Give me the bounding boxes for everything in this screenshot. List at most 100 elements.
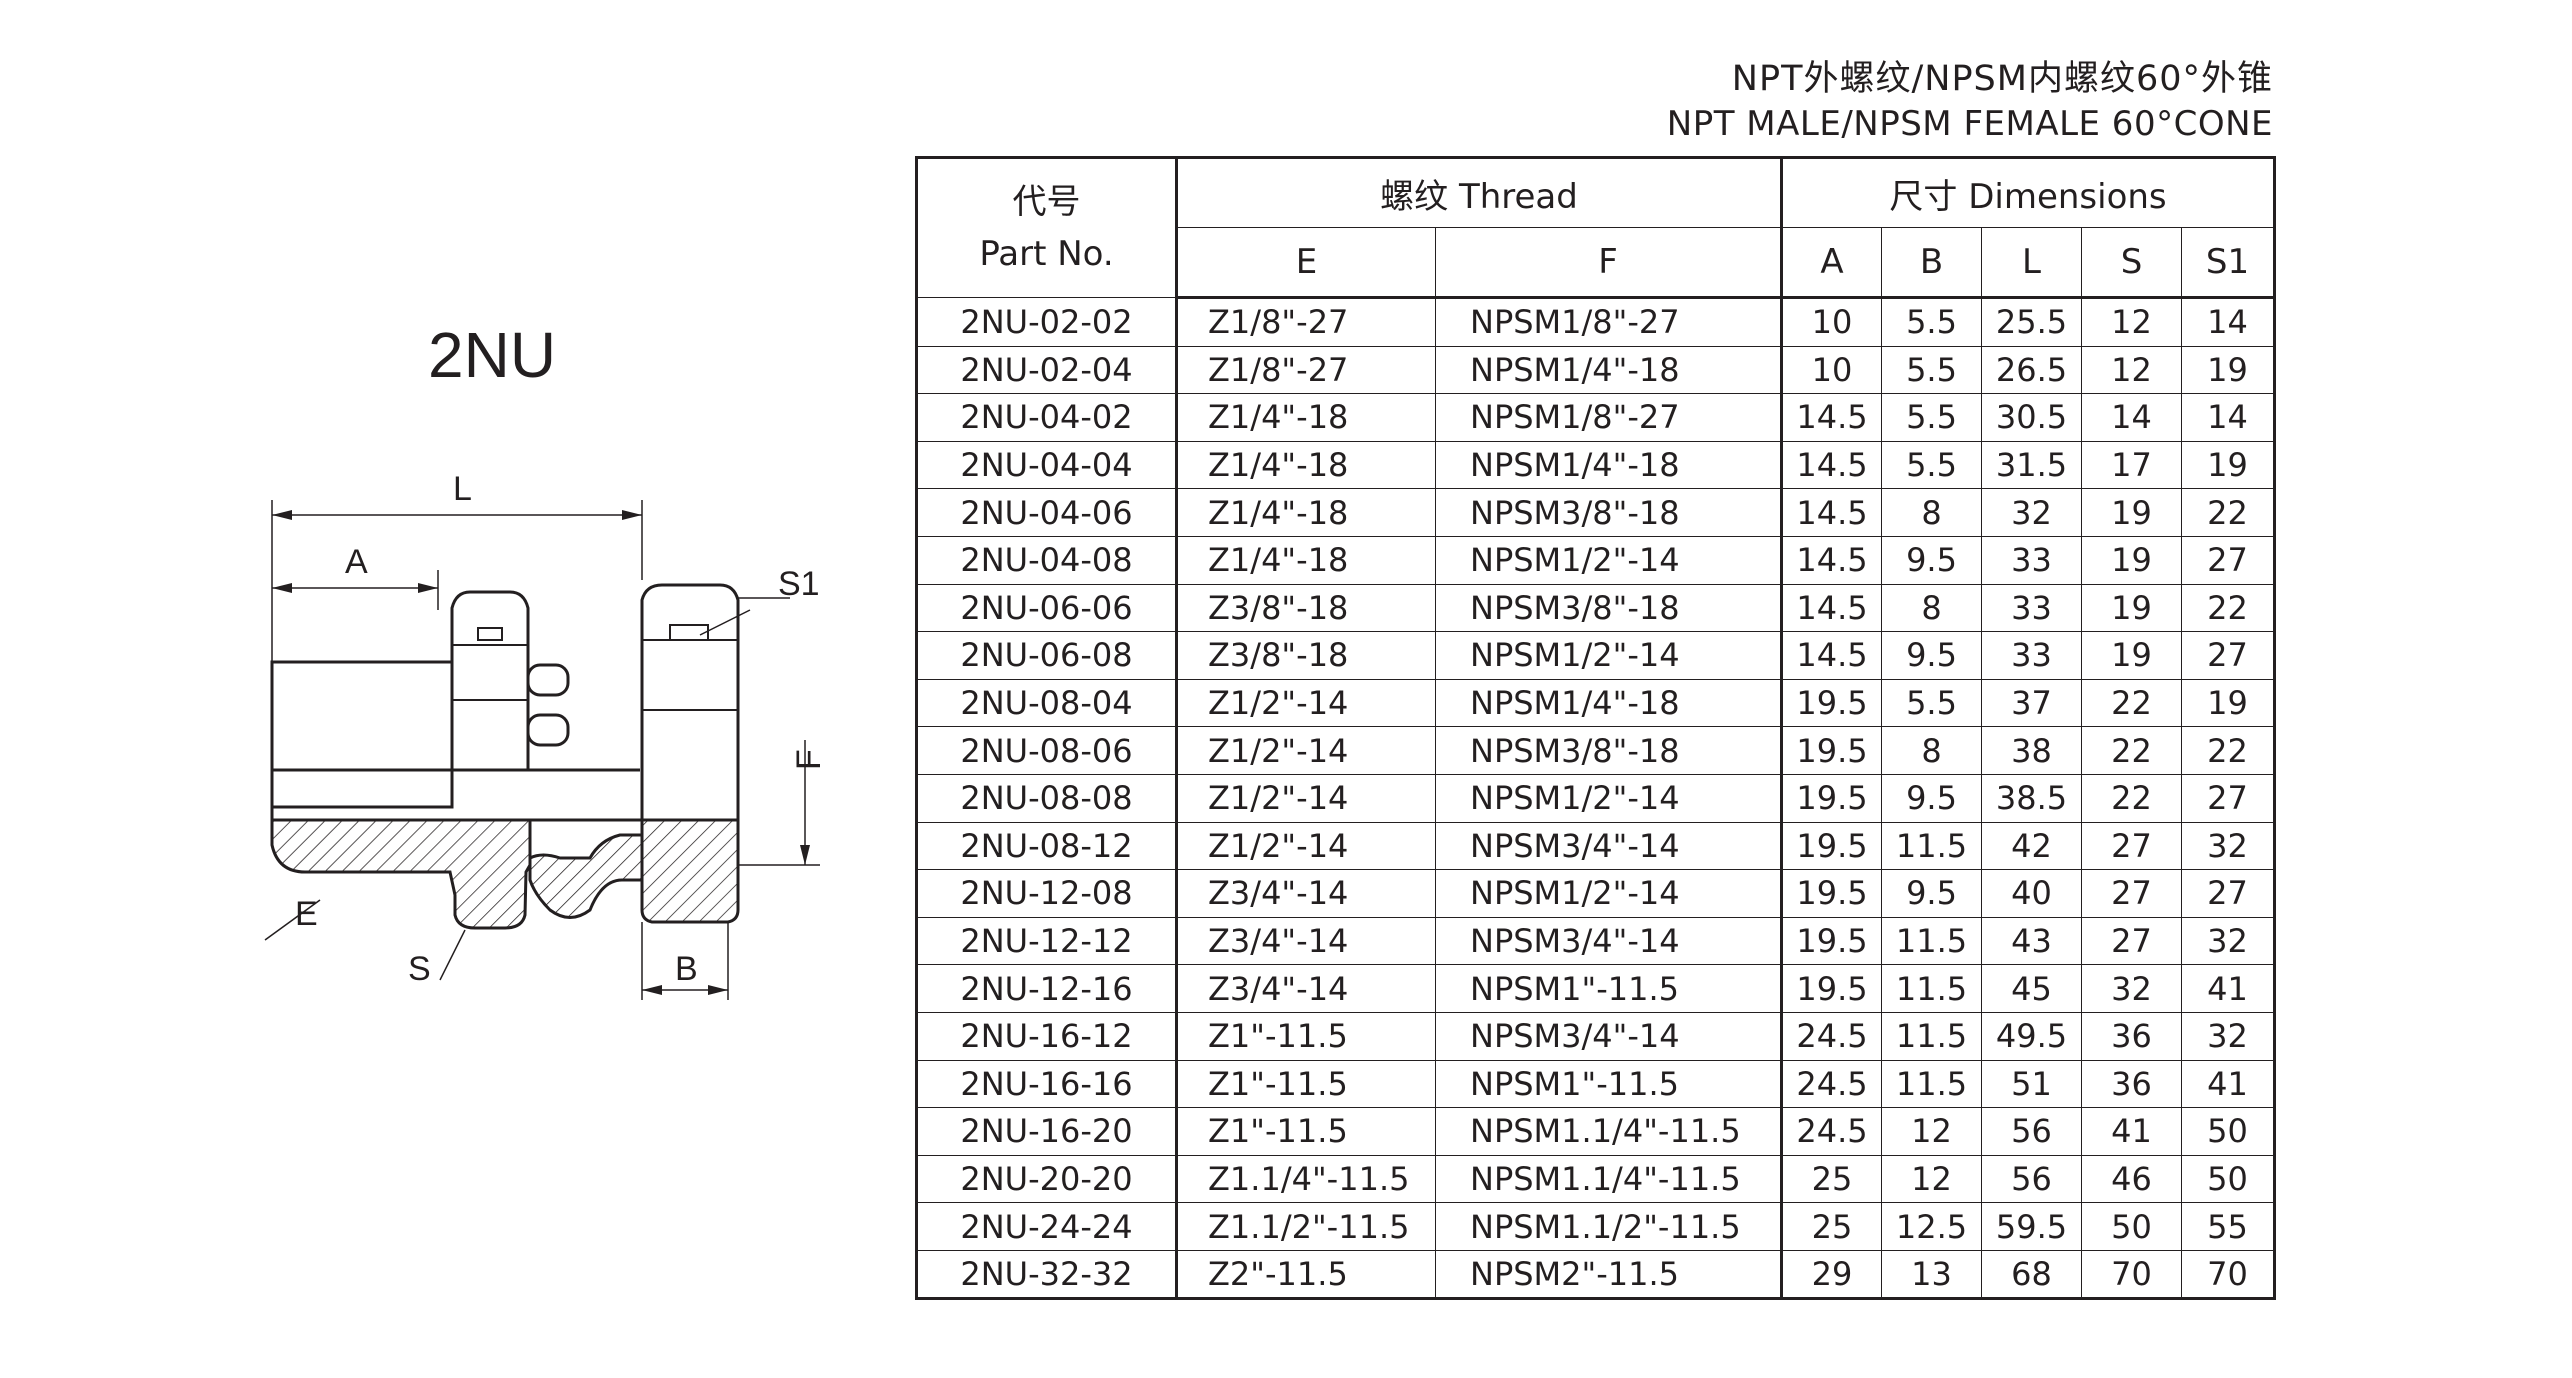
thread-e-cell: Z1/2"-14 (1176, 726, 1436, 775)
dim-s1-cell: 14 (2181, 297, 2276, 347)
dim-l-cell: 38.5 (1981, 773, 2083, 823)
part-no-cell: 2NU-04-04 (916, 440, 1178, 490)
thread-e-cell: Z1.1/2"-11.5 (1176, 1202, 1436, 1251)
dim-s1-cell: 32 (2181, 821, 2276, 871)
thread-f-cell: NPSM1/2"-14 (1434, 773, 1784, 823)
dim-a-cell: 19.5 (1781, 869, 1883, 918)
thread-e-cell: Z1/4"-18 (1176, 440, 1436, 490)
dim-s1-cell: 70 (2181, 1249, 2276, 1300)
dim-l-cell: 33 (1981, 631, 2083, 680)
dim-l-cell: 56 (1981, 1107, 2083, 1156)
thread-f-cell: NPSM1/4"-18 (1434, 345, 1784, 395)
dim-s1-cell: 32 (2181, 916, 2276, 966)
dim-a-cell: 19.5 (1781, 821, 1883, 871)
part-no-cell: 2NU-12-12 (916, 916, 1178, 966)
column-header-A: A (1781, 227, 1883, 299)
thread-e-cell: Z3/4"-14 (1176, 964, 1436, 1013)
part-no-cell: 2NU-08-08 (916, 773, 1178, 823)
dim-b-cell: 9.5 (1881, 535, 1983, 585)
dim-s1-cell: 27 (2181, 631, 2276, 680)
dim-b-cell: 9.5 (1881, 631, 1983, 680)
column-header-S: S (2081, 227, 2183, 299)
part-no-cell: 2NU-16-16 (916, 1059, 1178, 1109)
thread-e-cell: Z1/4"-18 (1176, 393, 1436, 442)
dim-s-cell: 22 (2081, 678, 2183, 728)
thread-f-cell: NPSM3/8"-18 (1434, 726, 1784, 775)
thread-e-cell: Z1/2"-14 (1176, 773, 1436, 823)
drawing-label-F: F (790, 749, 828, 770)
thread-e-cell: Z3/4"-14 (1176, 869, 1436, 918)
dim-s-cell: 22 (2081, 773, 2183, 823)
thread-e-cell: Z1"-11.5 (1176, 1059, 1436, 1109)
thread-f-cell: NPSM1/2"-14 (1434, 631, 1784, 680)
dim-b-cell: 11.5 (1881, 821, 1983, 871)
dim-s-cell: 14 (2081, 393, 2183, 442)
thread-f-cell: NPSM1"-11.5 (1434, 1059, 1784, 1109)
drawing-label-E: E (295, 895, 318, 933)
dim-l-cell: 42 (1981, 821, 2083, 871)
dim-s1-cell: 27 (2181, 535, 2276, 585)
part-no-cell: 2NU-06-08 (916, 631, 1178, 680)
thread-f-cell: NPSM3/8"-18 (1434, 488, 1784, 537)
dim-a-cell: 14.5 (1781, 393, 1883, 442)
dim-a-cell: 14.5 (1781, 631, 1883, 680)
dim-l-cell: 45 (1981, 964, 2083, 1013)
model-label: 2NU (428, 319, 557, 391)
dim-a-cell: 25 (1781, 1154, 1883, 1204)
thread-f-cell: NPSM1/4"-18 (1434, 440, 1784, 490)
dim-s-cell: 12 (2081, 345, 2183, 395)
dim-b-cell: 8 (1881, 583, 1983, 633)
dim-s1-cell: 50 (2181, 1107, 2276, 1156)
dim-s1-cell: 55 (2181, 1202, 2276, 1251)
thread-f-cell: NPSM1.1/4"-11.5 (1434, 1154, 1784, 1204)
thread-e-cell: Z2"-11.5 (1176, 1249, 1436, 1300)
dim-s1-cell: 19 (2181, 440, 2276, 490)
part-no-header-cn: 代号 (1012, 182, 1081, 222)
thread-e-cell: Z1/4"-18 (1176, 535, 1436, 585)
dim-s1-cell: 22 (2181, 488, 2276, 537)
thread-e-cell: Z3/8"-18 (1176, 631, 1436, 680)
part-no-cell: 2NU-02-02 (916, 297, 1178, 347)
dim-b-cell: 5.5 (1881, 678, 1983, 728)
part-no-cell: 2NU-12-16 (916, 964, 1178, 1013)
part-no-cell: 2NU-12-08 (916, 869, 1178, 918)
part-no-cell: 2NU-08-06 (916, 726, 1178, 775)
dim-s-cell: 12 (2081, 297, 2183, 347)
thread-f-cell: NPSM2"-11.5 (1434, 1249, 1784, 1300)
dim-l-cell: 59.5 (1981, 1202, 2083, 1251)
fitting-drawing: L A S1 F E S B (264, 470, 828, 1000)
part-no-cell: 2NU-04-06 (916, 488, 1178, 537)
dim-l-cell: 33 (1981, 583, 2083, 633)
thread-f-cell: NPSM3/8"-18 (1434, 583, 1784, 633)
dim-s-cell: 19 (2081, 488, 2183, 537)
dim-a-cell: 19.5 (1781, 964, 1883, 1013)
dim-b-cell: 11.5 (1881, 1059, 1983, 1109)
dim-s1-cell: 27 (2181, 869, 2276, 918)
dim-b-cell: 8 (1881, 726, 1983, 775)
dim-l-cell: 32 (1981, 488, 2083, 537)
dim-a-cell: 24.5 (1781, 1059, 1883, 1109)
part-no-cell: 2NU-06-06 (916, 583, 1178, 633)
dim-s-cell: 17 (2081, 440, 2183, 490)
thread-f-cell: NPSM3/4"-14 (1434, 1011, 1784, 1061)
dim-a-cell: 19.5 (1781, 678, 1883, 728)
dim-l-cell: 31.5 (1981, 440, 2083, 490)
thread-f-cell: NPSM1/2"-14 (1434, 869, 1784, 918)
thread-f-cell: NPSM1.1/2"-11.5 (1434, 1202, 1784, 1251)
thread-e-cell: Z1/2"-14 (1176, 821, 1436, 871)
dim-s1-cell: 19 (2181, 345, 2276, 395)
dim-l-cell: 68 (1981, 1249, 2083, 1300)
part-no-cell: 2NU-02-04 (916, 345, 1178, 395)
dim-a-cell: 19.5 (1781, 726, 1883, 775)
drawing-label-S: S (408, 950, 431, 988)
dim-b-cell: 11.5 (1881, 1011, 1983, 1061)
part-no-cell: 2NU-08-12 (916, 821, 1178, 871)
